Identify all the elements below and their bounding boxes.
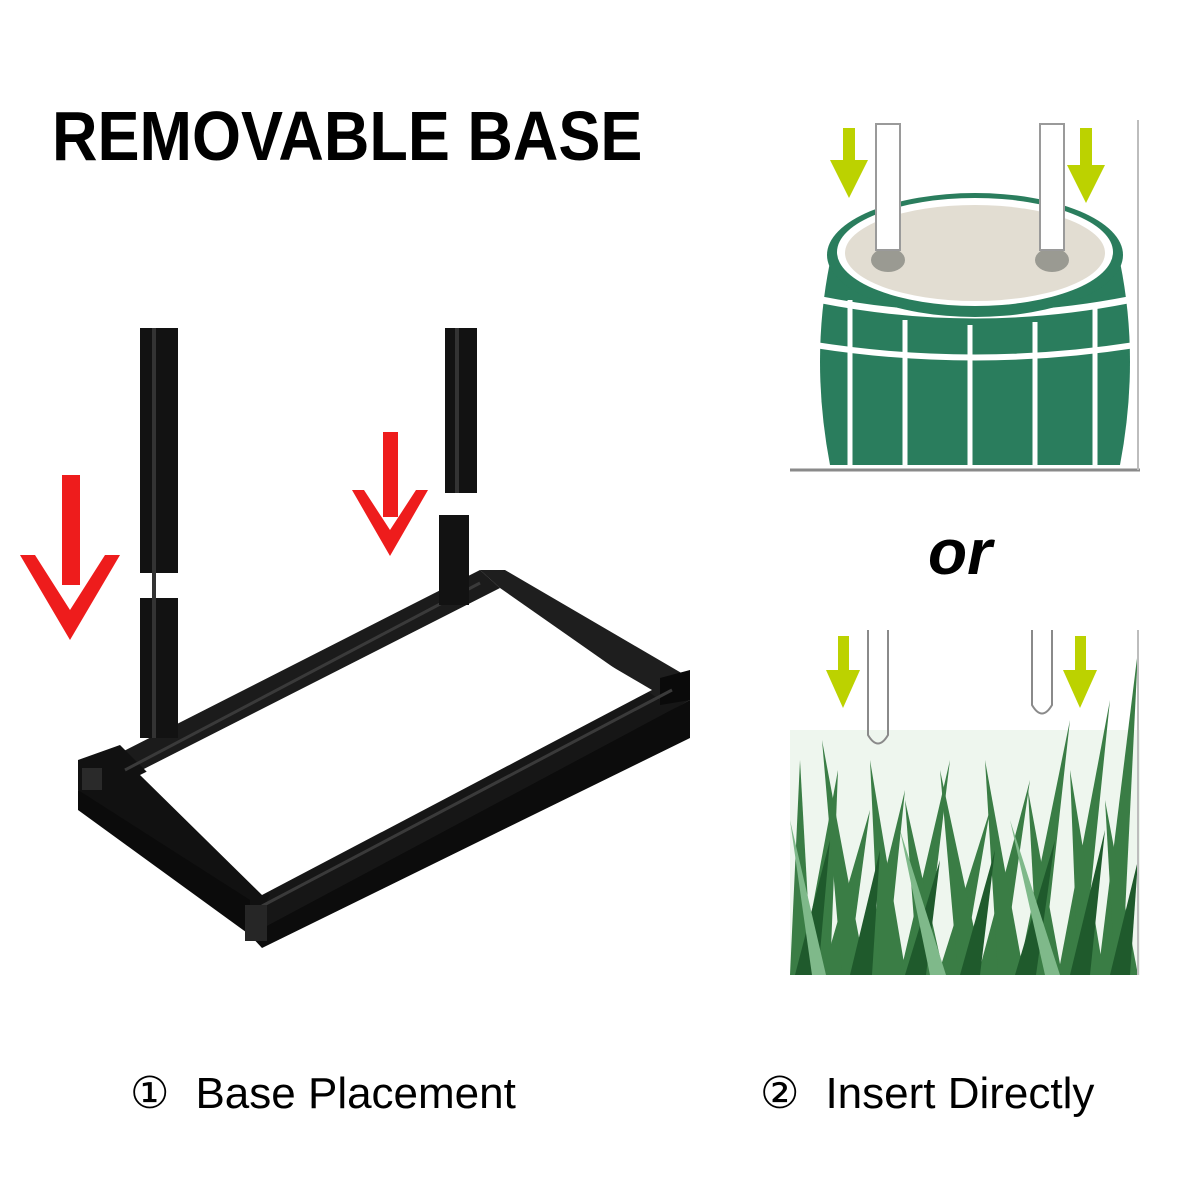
step-2-label: Insert Directly <box>825 1069 1095 1118</box>
barrel-panel <box>790 120 1140 472</box>
step-2-caption: ② Insert Directly <box>760 1068 1094 1119</box>
yellow-green-down-arrow-icon <box>826 636 860 708</box>
step-1-label: Base Placement <box>195 1069 516 1118</box>
yellow-green-down-arrow-icon <box>1063 636 1097 708</box>
left-post <box>140 328 178 738</box>
red-down-arrow-icon <box>352 432 428 556</box>
step-1-caption: ① Base Placement <box>130 1068 516 1119</box>
or-separator: or <box>928 516 992 588</box>
step-1-number: ① <box>130 1069 170 1118</box>
red-down-arrow-icon <box>20 475 120 640</box>
right-post <box>439 328 477 605</box>
yellow-green-down-arrow-icon <box>830 128 868 198</box>
removable-base-frame <box>78 570 690 948</box>
yellow-green-down-arrow-icon <box>1067 128 1105 203</box>
page-title: REMOVABLE BASE <box>52 97 643 175</box>
step-2-number: ② <box>760 1069 800 1118</box>
